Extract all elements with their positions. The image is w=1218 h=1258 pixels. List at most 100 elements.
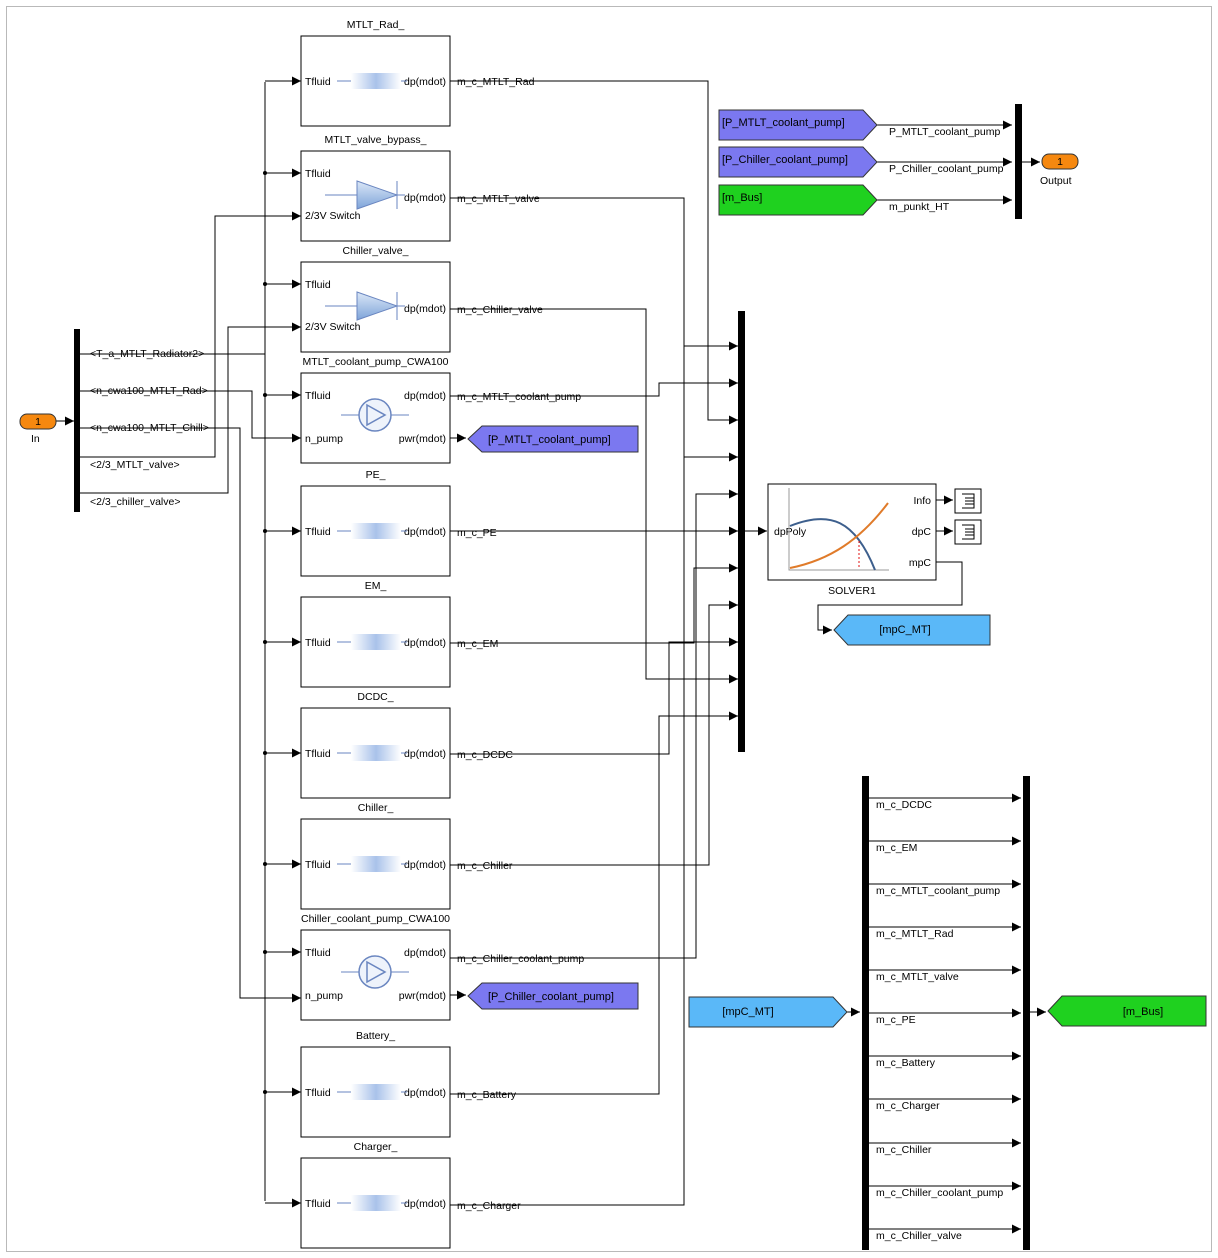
- pump-curve: [789, 518, 876, 571]
- bus-signal-label: <n_cwa100_MTLT_Rad>: [90, 385, 208, 397]
- block-title: PE_: [366, 469, 386, 481]
- from-0[interactable]: [P_MTLT_coolant_pump]: [718, 109, 878, 141]
- bus-selector-2[interactable]: [862, 776, 869, 1250]
- solver-input-label: dpPoly: [774, 526, 807, 538]
- port-label-tfluid: Tfluid: [305, 279, 331, 291]
- goto-power-shape: [467, 425, 639, 453]
- from-mpc-mt[interactable]: [mpC_MT]: [688, 996, 848, 1028]
- wire-out-6: [450, 637, 738, 755]
- bus-creator-1[interactable]: [738, 311, 745, 752]
- block-title: Chiller_coolant_pump_CWA100: [301, 913, 450, 925]
- goto-m-bus[interactable]: [m_Bus]: [1047, 995, 1207, 1027]
- inport-number: 1: [35, 416, 41, 428]
- system-curve: [789, 502, 889, 569]
- wire-mpc: [817, 561, 963, 635]
- port-label-tfluid: Tfluid: [305, 1087, 331, 1099]
- bus2-signal-label: m_c_MTLT_Rad: [876, 928, 954, 940]
- solver-title: SOLVER1: [828, 585, 876, 597]
- goto-mpc-label: [mpC_MT]: [879, 624, 930, 636]
- port-label-tfluid: Tfluid: [305, 390, 331, 402]
- terminator-dpc[interactable]: [954, 519, 982, 545]
- port-label-tfluid: Tfluid: [305, 947, 331, 959]
- from-1-shape: [718, 146, 878, 178]
- goto-mpc-mt-shape: [833, 614, 991, 646]
- from-2[interactable]: [m_Bus]: [718, 184, 878, 216]
- inport-shape: [19, 413, 57, 430]
- branch-point: [263, 282, 267, 286]
- signal-label: m_c_Chiller_valve: [457, 304, 543, 316]
- block-title: MTLT_coolant_pump_CWA100: [303, 356, 449, 368]
- wire-out-5: [450, 563, 738, 644]
- branch-point: [263, 529, 267, 533]
- wire-npump-mtlt: [77, 390, 301, 443]
- output-signal-label: m_punkt_HT: [889, 201, 950, 213]
- port-label-tfluid: Tfluid: [305, 637, 331, 649]
- port-label-dp: dp(mdot): [404, 192, 446, 204]
- goto-power[interactable]: [P_Chiller_coolant_pump]: [467, 982, 639, 1010]
- pipe-icon: [351, 523, 401, 539]
- pipe-icon: [351, 73, 401, 89]
- pipe-icon: [351, 1084, 401, 1100]
- goto-m-bus-shape: [1047, 995, 1207, 1027]
- wire-npump-chiller: [77, 427, 301, 1003]
- pipe-icon: [351, 856, 401, 872]
- bus-selector-in[interactable]: [74, 329, 80, 512]
- block-chiller-[interactable]: Chiller_ Tfluid dp(mdot): [300, 802, 451, 910]
- output-signal-label: P_MTLT_coolant_pump: [889, 126, 1000, 138]
- wire-out-3: [450, 378, 738, 397]
- goto-power[interactable]: [P_MTLT_coolant_pump]: [467, 425, 639, 453]
- wire-out-10: [450, 341, 738, 1206]
- terminator-info[interactable]: [954, 488, 982, 514]
- port-label-switch: 2/3V Switch: [305, 321, 361, 333]
- terminator-icon: [962, 493, 975, 509]
- wire-switch-mtlt: [77, 211, 301, 458]
- plot-axes-icon: [788, 488, 889, 571]
- wire-out-9: [450, 711, 738, 1095]
- solver-out-info: Info: [913, 495, 931, 507]
- signal-label: m_c_DCDC: [457, 749, 513, 761]
- bus2-signal-label: m_c_Chiller: [876, 1144, 932, 1156]
- port-label-dp: dp(mdot): [404, 859, 446, 871]
- bus-creator-2[interactable]: [1023, 776, 1030, 1250]
- from-mpc-label: [mpC_MT]: [722, 1006, 773, 1018]
- from-label: [P_Chiller_coolant_pump]: [722, 154, 848, 166]
- port-label-tfluid: Tfluid: [305, 1198, 331, 1210]
- signal-label: m_c_Chiller: [457, 860, 513, 872]
- signal-label: m_c_Charger: [457, 1200, 521, 1212]
- from-mpc-mt-shape: [688, 996, 848, 1028]
- signal-label: m_c_MTLT_Rad: [457, 76, 535, 88]
- bus2-signal-label: m_c_DCDC: [876, 799, 932, 811]
- wire-out-8: [450, 489, 738, 959]
- from-1[interactable]: [P_Chiller_coolant_pump]: [718, 146, 878, 178]
- inport-in[interactable]: 1In: [19, 413, 57, 445]
- block-mtlt-coolant-pump-cwa100[interactable]: MTLT_coolant_pump_CWA100Tfluidn_pumpdp(m…: [300, 356, 451, 464]
- block-title: Chiller_: [358, 802, 394, 814]
- block-title: Battery_: [356, 1030, 395, 1042]
- port-label-pwr: pwr(mdot): [399, 990, 446, 1002]
- port-label-tfluid: Tfluid: [305, 859, 331, 871]
- port-label-dp: dp(mdot): [404, 303, 446, 315]
- port-label-dp: dp(mdot): [404, 526, 446, 538]
- goto-mpc-mt[interactable]: [mpC_MT]: [833, 614, 991, 646]
- pump-arrow: [366, 960, 387, 984]
- bus2-signal-label: m_c_MTLT_coolant_pump: [876, 885, 1000, 897]
- wire-out-0: [450, 80, 738, 425]
- bus-creator-output[interactable]: [1015, 104, 1022, 219]
- bus2-signal-label: m_c_EM: [876, 842, 917, 854]
- from-label: [P_MTLT_coolant_pump]: [722, 117, 845, 129]
- port-label-switch: 2/3V Switch: [305, 210, 361, 222]
- block-chiller-coolant-pump-cwa100[interactable]: Chiller_coolant_pump_CWA100Tfluidn_pumpd…: [300, 913, 451, 1021]
- bus2-signal-label: m_c_Charger: [876, 1100, 940, 1112]
- pipe-icon: [351, 745, 401, 761]
- block-title: MTLT_Rad_: [347, 19, 405, 31]
